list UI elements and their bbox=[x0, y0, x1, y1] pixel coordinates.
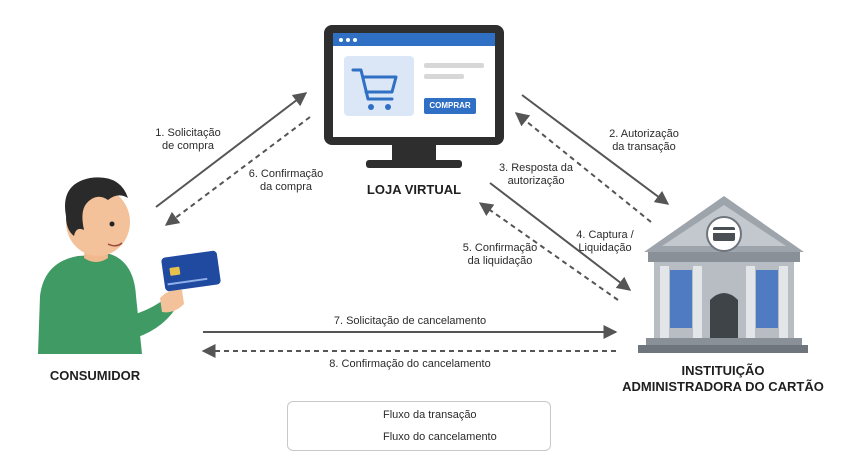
step-7-label: 7. Solicitação de cancelamento bbox=[333, 315, 487, 327]
consumer-title: CONSUMIDOR bbox=[49, 368, 141, 383]
step-5-line2: da liquidação bbox=[467, 255, 533, 267]
step-5-label: 5. Confirmação da liquidação bbox=[450, 242, 550, 268]
step-2-line1: 2. Autorização bbox=[609, 128, 679, 140]
store-title: LOJA VIRTUAL bbox=[366, 182, 462, 197]
step-4-label: 4. Captura / Liquidação bbox=[562, 229, 648, 255]
arrow-1-solicitacao-compra bbox=[155, 92, 308, 208]
step-1-label: 1. Solicitação de compra bbox=[140, 127, 236, 153]
step-3-line1: 3. Resposta da bbox=[499, 162, 573, 174]
step-4-line1: 4. Captura / bbox=[576, 229, 634, 241]
arrow-4-captura-liquidacao bbox=[489, 182, 632, 291]
step-6-line2: da compra bbox=[260, 181, 312, 193]
arrow-3-resposta-autorizacao bbox=[514, 112, 652, 223]
step-6-line1: 6. Confirmação bbox=[248, 168, 324, 180]
institution-title: INSTITUIÇÃO ADMINISTRADORA DO CARTÃO bbox=[610, 363, 836, 395]
monitor-icon bbox=[324, 25, 504, 168]
step-2-label: 2. Autorização da transação bbox=[594, 128, 694, 154]
legend-solid-label: Fluxo da transação bbox=[383, 409, 477, 421]
institution-title-line1: INSTITUIÇÃO bbox=[681, 363, 765, 378]
arrow-2-autorizacao bbox=[521, 94, 670, 205]
step-4-line2: Liquidação bbox=[578, 242, 632, 254]
step-3-line2: autorização bbox=[507, 175, 565, 187]
credit-card-icon bbox=[161, 250, 221, 292]
institution-title-line2: ADMINISTRADORA DO CARTÃO bbox=[622, 379, 824, 394]
legend-dashed-label: Fluxo do cancelamento bbox=[383, 431, 497, 443]
arrow-6-confirmacao-compra bbox=[164, 116, 311, 226]
shopping-cart-icon bbox=[351, 68, 398, 110]
bank-building-icon bbox=[638, 196, 808, 353]
consumer-illustration bbox=[38, 177, 184, 354]
step-1-line1: 1. Solicitação bbox=[155, 127, 221, 139]
step-1-line2: de compra bbox=[162, 140, 214, 152]
step-5-line1: 5. Confirmação bbox=[462, 242, 538, 254]
step-2-line2: da transação bbox=[612, 141, 676, 153]
step-8-label: 8. Confirmação do cancelamento bbox=[329, 358, 491, 370]
buy-button: COMPRAR bbox=[424, 98, 476, 114]
step-3-label: 3. Resposta da autorização bbox=[488, 162, 584, 188]
legend: Fluxo da transação Fluxo do cancelamento bbox=[287, 401, 551, 451]
arrow-5-confirmacao-liquidacao bbox=[478, 202, 619, 301]
step-6-label: 6. Confirmação da compra bbox=[236, 168, 336, 194]
